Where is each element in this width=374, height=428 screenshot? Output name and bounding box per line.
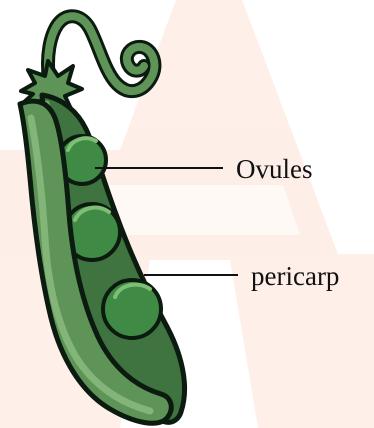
ovules-label: Ovules: [236, 154, 313, 184]
pericarp-label: pericarp: [251, 261, 339, 291]
